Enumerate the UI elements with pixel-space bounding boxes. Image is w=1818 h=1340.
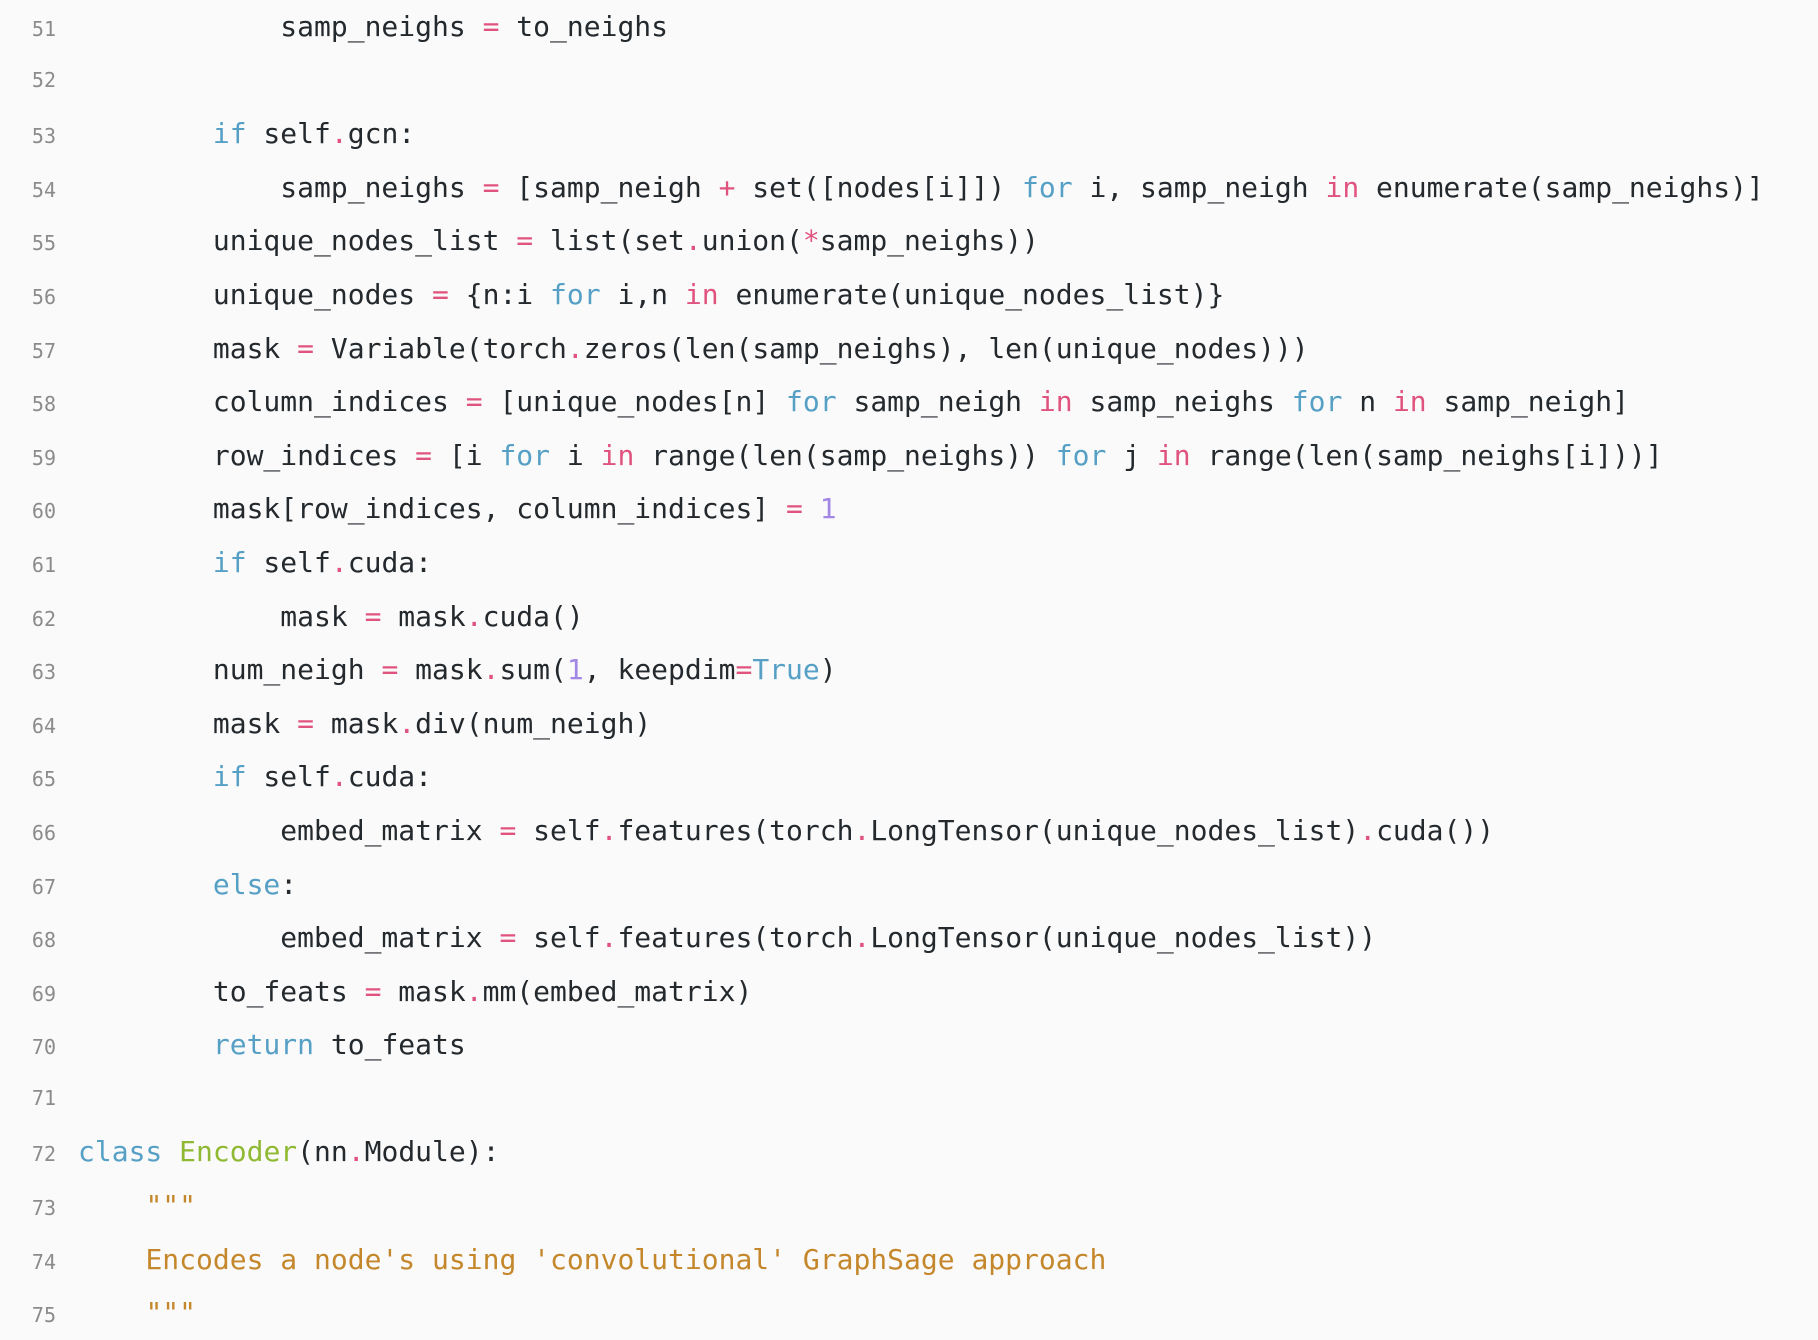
- line-number[interactable]: 69: [31, 981, 56, 1006]
- code-line: 69 to_feats = mask.mm(embed_matrix): [0, 965, 1818, 1019]
- code-line: 73 """: [0, 1179, 1818, 1233]
- code-line-text: else:: [212, 867, 298, 901]
- code-line: 51 samp_neighs = to_neighs: [0, 0, 1818, 54]
- line-number[interactable]: 53: [31, 124, 56, 149]
- code-line: 66 embed_matrix = self.features(torch.Lo…: [0, 804, 1818, 858]
- code-line: 71: [0, 1072, 1818, 1126]
- line-number[interactable]: 65: [31, 767, 56, 792]
- code-line-text: to_feats = mask.mm(embed_matrix): [78, 974, 753, 1008]
- code-line: 74 Encodes a node's using 'convolutional…: [0, 1233, 1818, 1287]
- code-line-text: class Encoder(nn.Module):: [78, 1135, 500, 1169]
- line-number[interactable]: 57: [31, 338, 56, 363]
- line-number[interactable]: 62: [31, 606, 56, 631]
- line-number[interactable]: 67: [31, 874, 56, 899]
- code-line-text: mask = mask.div(num_neigh): [78, 706, 652, 740]
- line-number[interactable]: 61: [31, 552, 56, 577]
- code-line-text: column_indices = [unique_nodes[n] for sa…: [78, 385, 1629, 419]
- code-line: 72 class Encoder(nn.Module):: [0, 1125, 1818, 1179]
- code-line: 52: [0, 54, 1818, 108]
- code-line-text: row_indices = [i for i in range(len(samp…: [78, 438, 1663, 472]
- code-line-text: unique_nodes_list = list(set.union(*samp…: [78, 224, 1039, 258]
- code-line-text: unique_nodes = {n:i for i,n in enumerate…: [78, 277, 1225, 311]
- code-line: 56 unique_nodes = {n:i for i,n in enumer…: [0, 268, 1818, 322]
- code-line-text: Encodes a node's using 'convolutional' G…: [145, 1242, 1107, 1276]
- line-number[interactable]: 54: [31, 177, 56, 202]
- line-number[interactable]: 52: [31, 67, 56, 92]
- line-number[interactable]: 55: [31, 231, 56, 256]
- line-number[interactable]: 68: [31, 928, 56, 953]
- code-line: 61 if self.cuda:: [0, 536, 1818, 590]
- code-line-text: num_neigh = mask.sum(1, keepdim=True): [78, 653, 837, 687]
- line-number[interactable]: 75: [31, 1303, 56, 1328]
- code-line: 54 samp_neighs = [samp_neigh + set([node…: [0, 161, 1818, 215]
- code-line-text: if self.gcn:: [212, 117, 416, 151]
- line-number[interactable]: 72: [31, 1142, 56, 1167]
- code-line: 62 mask = mask.cuda(): [0, 590, 1818, 644]
- code-line: 60 mask[row_indices, column_indices] = 1: [0, 482, 1818, 536]
- code-line-text: embed_matrix = self.features(torch.LongT…: [78, 921, 1377, 955]
- line-number[interactable]: 63: [31, 660, 56, 685]
- line-number[interactable]: 74: [31, 1249, 56, 1274]
- line-number[interactable]: 60: [31, 499, 56, 524]
- code-line-text: mask = mask.cuda(): [78, 599, 584, 633]
- line-number[interactable]: 59: [31, 445, 56, 470]
- line-number[interactable]: 66: [31, 820, 56, 845]
- line-number[interactable]: 70: [31, 1035, 56, 1060]
- code-line-text: mask = Variable(torch.zeros(len(samp_nei…: [78, 331, 1309, 365]
- code-line: 70 return to_feats: [0, 1018, 1818, 1072]
- line-number[interactable]: 51: [31, 17, 56, 41]
- code-line: 55 unique_nodes_list = list(set.union(*s…: [0, 214, 1818, 268]
- line-number[interactable]: 73: [31, 1196, 56, 1221]
- code-line-text: """: [145, 1189, 197, 1223]
- code-line: 68 embed_matrix = self.features(torch.Lo…: [0, 911, 1818, 965]
- code-line: 63 num_neigh = mask.sum(1, keepdim=True): [0, 643, 1818, 697]
- line-number[interactable]: 56: [31, 284, 56, 309]
- code-line: 58 column_indices = [unique_nodes[n] for…: [0, 375, 1818, 429]
- code-line: 65 if self.cuda:: [0, 750, 1818, 804]
- code-line-text: if self.cuda:: [212, 760, 433, 794]
- line-number[interactable]: 64: [31, 713, 56, 738]
- code-line: 53 if self.gcn:: [0, 107, 1818, 161]
- line-number[interactable]: 71: [31, 1085, 56, 1110]
- code-line: 59 row_indices = [i for i in range(len(s…: [0, 429, 1818, 483]
- code-line: 67 else:: [0, 858, 1818, 912]
- line-number[interactable]: 58: [31, 392, 56, 417]
- code-line: 57 mask = Variable(torch.zeros(len(samp_…: [0, 322, 1818, 376]
- code-line-text: """: [145, 1296, 197, 1330]
- code-line-text: if self.cuda:: [212, 545, 433, 579]
- code-line-text: return to_feats: [212, 1028, 466, 1062]
- code-line-text: samp_neighs = to_neighs: [78, 10, 669, 43]
- code-line-text: mask[row_indices, column_indices] = 1: [78, 492, 837, 526]
- code-line-text: embed_matrix = self.features(torch.LongT…: [78, 813, 1495, 847]
- code-line-text: samp_neighs = [samp_neigh + set([nodes[i…: [78, 170, 1764, 204]
- code-line: 75 """: [0, 1286, 1818, 1340]
- code-line: 64 mask = mask.div(num_neigh): [0, 697, 1818, 751]
